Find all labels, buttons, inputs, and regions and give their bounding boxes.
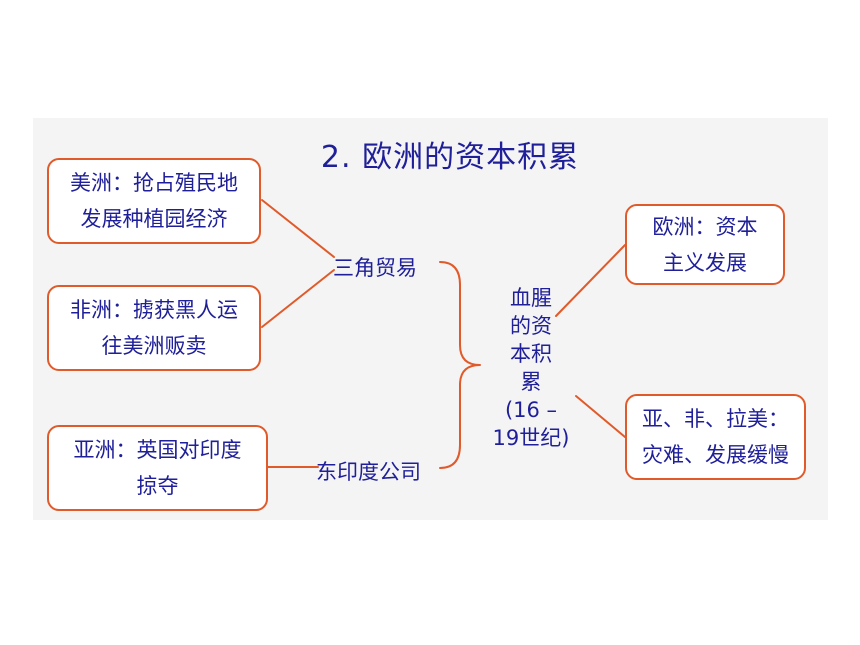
label-triangle-trade: 三角贸易	[333, 256, 417, 280]
center-line5: (16 –	[504, 398, 558, 422]
center-node: 血腥 的资 本积 累 (16 – 19世纪)	[491, 284, 571, 452]
box-americas-line2: 发展种植园经济	[80, 207, 228, 231]
diagram-title: 2. 欧洲的资本积累	[320, 140, 580, 175]
center-line1: 血腥	[510, 286, 552, 310]
box-europe-line1: 欧洲：资本	[652, 214, 758, 239]
box-others-line1: 亚、非、拉美：	[642, 407, 789, 431]
box-americas: 美洲：抢占殖民地 发展种植园经济	[47, 158, 261, 244]
box-americas-line1: 美洲：抢占殖民地	[70, 171, 238, 195]
box-africa-line2: 往美洲贩卖	[101, 334, 207, 358]
box-asia-line1: 亚洲：英国对印度	[73, 438, 242, 462]
center-line2: 的资	[510, 314, 552, 338]
center-line6: 19世纪)	[492, 426, 570, 450]
box-africa-line1: 非洲：掳获黑人运	[70, 298, 238, 322]
center-line4: 累	[520, 370, 542, 394]
label-east-india-company: 东印度公司	[316, 460, 421, 484]
connector-americas-triangle	[261, 199, 335, 258]
box-others-line2: 灾难、发展缓慢	[642, 443, 789, 467]
connector-africa-triangle	[261, 269, 335, 328]
brace-center	[439, 261, 481, 469]
box-others: 亚、非、拉美： 灾难、发展缓慢	[625, 394, 806, 480]
box-africa: 非洲：掳获黑人运 往美洲贩卖	[47, 285, 261, 371]
box-asia-line2: 掠夺	[136, 474, 179, 498]
box-asia: 亚洲：英国对印度 掠夺	[47, 425, 268, 511]
box-europe-line2: 主义发展	[663, 250, 747, 275]
connector-center-others	[575, 395, 626, 438]
connector-center-europe	[555, 244, 626, 317]
box-europe: 欧洲：资本 主义发展	[625, 204, 785, 285]
center-line3: 本积	[510, 342, 552, 366]
